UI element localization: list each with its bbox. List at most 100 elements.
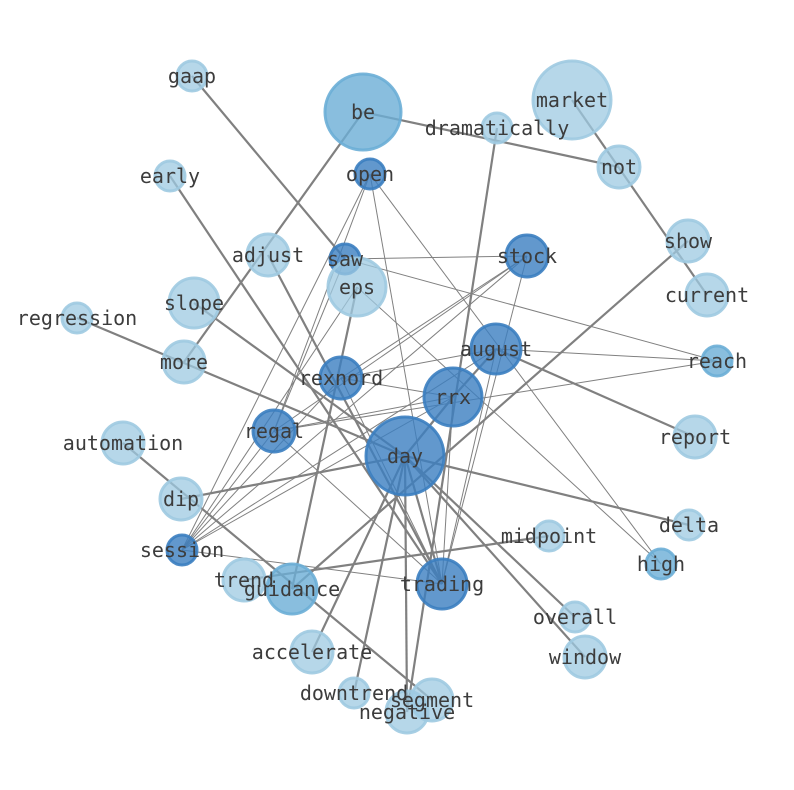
node-overall: [558, 600, 592, 634]
node-label-negative: negative: [359, 700, 455, 724]
node-early: [153, 159, 187, 193]
node-more: [161, 339, 207, 385]
node-label-eps: eps: [339, 275, 375, 299]
edge-gaap-saw: [191, 75, 346, 260]
node-label-adjust: adjust: [232, 243, 304, 267]
node-market: [531, 59, 613, 141]
node-day: [364, 415, 446, 497]
edge-regal-trading: [273, 430, 443, 585]
edge-rexnord-session: [181, 377, 342, 551]
edge-stock-trading: [441, 255, 528, 585]
edge-open-trading: [369, 173, 443, 585]
edge-saw-reach: [344, 258, 718, 362]
node-slope: [167, 276, 221, 330]
node-automation: [100, 420, 146, 466]
edge-august-report: [495, 347, 696, 439]
node-label-rexnord: rexnord: [299, 366, 383, 390]
node-label-dip: dip: [163, 487, 199, 511]
edge-slope-day: [193, 302, 406, 457]
node-label-be: be: [351, 100, 375, 124]
node-gaap: [175, 59, 209, 93]
node-label-august: august: [460, 337, 532, 361]
node-negative: [384, 689, 430, 735]
node-label-day: day: [387, 444, 423, 468]
node-trading: [415, 557, 469, 611]
node-label-segment: segment: [390, 688, 474, 712]
node-dramatically: [480, 111, 514, 145]
node-label-overall: overall: [533, 605, 617, 629]
node-dip: [158, 476, 204, 522]
node-label-downtrend: downtrend: [300, 681, 408, 705]
node-label-session: session: [140, 538, 224, 562]
node-regression: [60, 301, 94, 335]
node-label-early: early: [140, 164, 200, 188]
node-label-report: report: [659, 425, 731, 449]
node-label-high: high: [637, 552, 685, 576]
node-accelerate: [289, 629, 335, 675]
node-label-window: window: [549, 645, 622, 669]
node-reach: [700, 344, 734, 378]
edge-august-trading: [441, 348, 497, 585]
node-label-slope: slope: [164, 291, 224, 315]
edge-stock-session: [181, 255, 528, 551]
edge-show-guidance: [291, 240, 689, 590]
node-label-not: not: [601, 155, 637, 179]
node-be: [323, 72, 403, 152]
edge-regal-session: [181, 430, 275, 551]
node-trend: [221, 557, 267, 603]
edge-eps-guidance: [290, 286, 359, 590]
node-label-guidance: guidance: [244, 577, 340, 601]
node-label-saw: saw: [327, 247, 364, 271]
edge-session-trading: [181, 549, 443, 585]
node-not: [596, 144, 642, 190]
edge-early-trading: [169, 175, 443, 585]
edge-day-window: [404, 455, 586, 658]
node-open: [353, 157, 387, 191]
node-downtrend: [337, 676, 371, 710]
node-layer: [60, 59, 734, 735]
node-high: [644, 547, 678, 581]
node-current: [684, 272, 730, 318]
node-stock: [504, 233, 550, 279]
node-label-show: show: [664, 229, 713, 253]
node-label-open: open: [346, 162, 394, 186]
edge-stock-regal: [273, 255, 528, 432]
edge-regression-day: [76, 316, 406, 458]
node-label-market: market: [536, 88, 608, 112]
edge-stock-rexnord: [340, 255, 528, 379]
node-show: [665, 218, 711, 264]
node-midpoint: [532, 519, 566, 553]
node-august: [469, 322, 523, 376]
node-label-regression: regression: [17, 306, 137, 330]
edge-rrx-trading: [441, 396, 454, 585]
node-guidance: [265, 562, 319, 616]
edge-open-high: [369, 173, 662, 565]
edge-august-reach: [495, 348, 718, 362]
node-label-stock: stock: [497, 244, 557, 268]
edge-adjust-trading: [267, 254, 443, 585]
node-adjust: [245, 232, 291, 278]
edge-open-session: [181, 173, 371, 551]
node-report: [672, 414, 718, 460]
node-label-more: more: [160, 350, 208, 374]
edge-day-delta: [404, 454, 690, 527]
node-label-gaap: gaap: [168, 64, 216, 88]
edge-day-negative: [403, 455, 409, 713]
node-label-trend: trend: [214, 568, 274, 592]
node-delta: [672, 508, 706, 542]
node-regal: [251, 408, 297, 454]
node-label-delta: delta: [659, 513, 719, 537]
node-rexnord: [318, 355, 364, 401]
node-eps: [326, 256, 388, 318]
node-label-reach: reach: [687, 349, 747, 373]
label-layer: gaap be market dramatically not open early show…: [17, 64, 749, 724]
node-label-dramatically: dramatically: [425, 116, 570, 140]
node-session: [165, 533, 199, 567]
edge-saw-stock: [344, 255, 528, 260]
node-label-midpoint: midpoint: [501, 524, 597, 548]
node-label-regal: regal: [244, 419, 304, 443]
node-label-rrx: rrx: [435, 385, 471, 409]
node-label-automation: automation: [63, 431, 183, 455]
edge-eps-high: [356, 286, 662, 565]
